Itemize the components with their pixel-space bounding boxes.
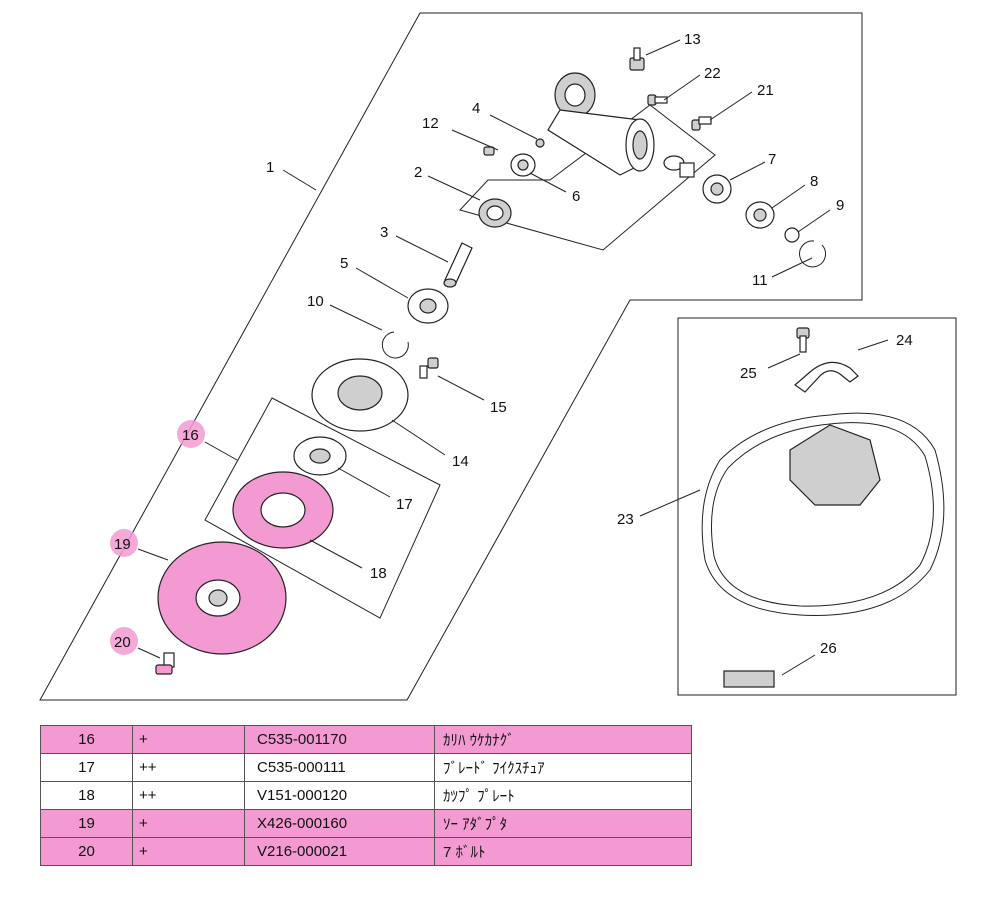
callout-6: 6 [572, 188, 580, 205]
part-11-snap-ring [799, 240, 826, 268]
assembly-1-outline [39, 12, 863, 701]
table-row: 16 + C535-001170 ｶﾘﾊ ｳｹｶﾅｸﾞ [40, 725, 692, 754]
row-level: + [132, 837, 245, 866]
table-row: 20 + V216-000021 7 ﾎﾞﾙﾄ [40, 837, 692, 866]
callout-20-highlight [110, 627, 138, 655]
part-22-pin [647, 94, 668, 106]
callout-17: 17 [396, 496, 413, 513]
row-number: 20 [40, 837, 133, 866]
callout-23: 23 [617, 511, 634, 528]
callout-26: 26 [820, 640, 837, 657]
guard-mount-bracket [789, 424, 881, 506]
part-25-screw [796, 327, 810, 353]
part-26-label [723, 670, 775, 688]
row-part-number: V151-000120 [244, 781, 435, 810]
row-number: 18 [40, 781, 133, 810]
row-level: + [132, 725, 245, 754]
part-13-bolt [629, 47, 645, 71]
part-8-bearing [745, 201, 775, 229]
part-12-screw [483, 146, 495, 156]
part-shaft-gear [663, 155, 695, 178]
callout-5: 5 [340, 255, 348, 272]
callout-16-highlight [177, 420, 205, 448]
row-part-number: C535-000111 [244, 753, 435, 782]
row-level: ++ [132, 781, 245, 810]
table-row: 17 ++ C535-000111 ﾌﾞﾚｰﾄﾞ ﾌｲｸｽﾁｭｱ [40, 753, 692, 782]
callout-10: 10 [307, 293, 324, 310]
table-row: 18 ++ V151-000120 ｶﾂﾌﾟ ﾌﾟﾚｰﾄ [40, 781, 692, 810]
row-number: 16 [40, 725, 133, 754]
callout-12: 12 [422, 115, 439, 132]
part-19-saw-adapter [157, 541, 287, 655]
part-10-snap-ring [381, 331, 409, 359]
row-level: + [132, 809, 245, 838]
row-part-name: ｿｰ ｱﾀﾞﾌﾟﾀ [434, 809, 692, 838]
callout-1: 1 [266, 159, 274, 176]
callout-20: 20 [114, 634, 131, 651]
part-9-washer [784, 227, 800, 243]
part-6-bearing [510, 153, 536, 177]
part-20-bolt [155, 652, 175, 675]
callout-14: 14 [452, 453, 469, 470]
callout-8: 8 [810, 173, 818, 190]
part-gear-case [547, 72, 655, 176]
callout-18: 18 [370, 565, 387, 582]
table-row: 19 + X426-000160 ｿｰ ｱﾀﾞﾌﾟﾀ [40, 809, 692, 838]
parts-table: 16 + C535-001170 ｶﾘﾊ ｳｹｶﾅｸﾞ 17 ++ C535-0… [40, 725, 692, 866]
part-4-ball [535, 138, 545, 148]
guard-assembly-outline [677, 317, 957, 696]
callout-7: 7 [768, 151, 776, 168]
part-21-screw [691, 116, 712, 131]
part-7-bearing [702, 174, 732, 204]
part-23-guard [701, 412, 945, 616]
callout-3: 3 [380, 224, 388, 241]
adapter-subassembly-outline [204, 397, 441, 619]
part-2-gear [478, 198, 512, 228]
part-5-bearing [407, 288, 449, 324]
row-part-name: ｶﾂﾌﾟ ﾌﾟﾚｰﾄ [434, 781, 692, 810]
callout-21: 21 [757, 82, 774, 99]
part-18-cup-plate [232, 471, 334, 549]
callout-15: 15 [490, 399, 507, 416]
callout-2: 2 [414, 164, 422, 181]
row-part-number: V216-000021 [244, 837, 435, 866]
part-3-shaft [443, 242, 473, 288]
part-15-screw [419, 357, 439, 379]
row-part-number: X426-000160 [244, 809, 435, 838]
part-14-cover [311, 358, 409, 432]
row-number: 19 [40, 809, 133, 838]
row-part-number: C535-001170 [244, 725, 435, 754]
callout-16: 16 [182, 427, 199, 444]
callout-22: 22 [704, 65, 721, 82]
callout-11: 11 [752, 272, 768, 289]
row-part-name: ｶﾘﾊ ｳｹｶﾅｸﾞ [434, 725, 692, 754]
callout-19: 19 [114, 536, 131, 553]
row-level: ++ [132, 753, 245, 782]
callout-4: 4 [472, 100, 480, 117]
part-17-blade-fixture [293, 436, 347, 476]
callout-9: 9 [836, 197, 844, 214]
callout-13: 13 [684, 31, 701, 48]
row-number: 17 [40, 753, 133, 782]
callout-19-highlight [110, 529, 138, 557]
gearcase-subassembly-outline [459, 104, 716, 251]
row-part-name: ﾌﾞﾚｰﾄﾞ ﾌｲｸｽﾁｭｱ [434, 753, 692, 782]
part-24-clamp [794, 361, 859, 393]
row-part-name: 7 ﾎﾞﾙﾄ [434, 837, 692, 866]
callout-24: 24 [896, 332, 913, 349]
leader-lines [137, 39, 889, 676]
callout-25: 25 [740, 365, 757, 382]
